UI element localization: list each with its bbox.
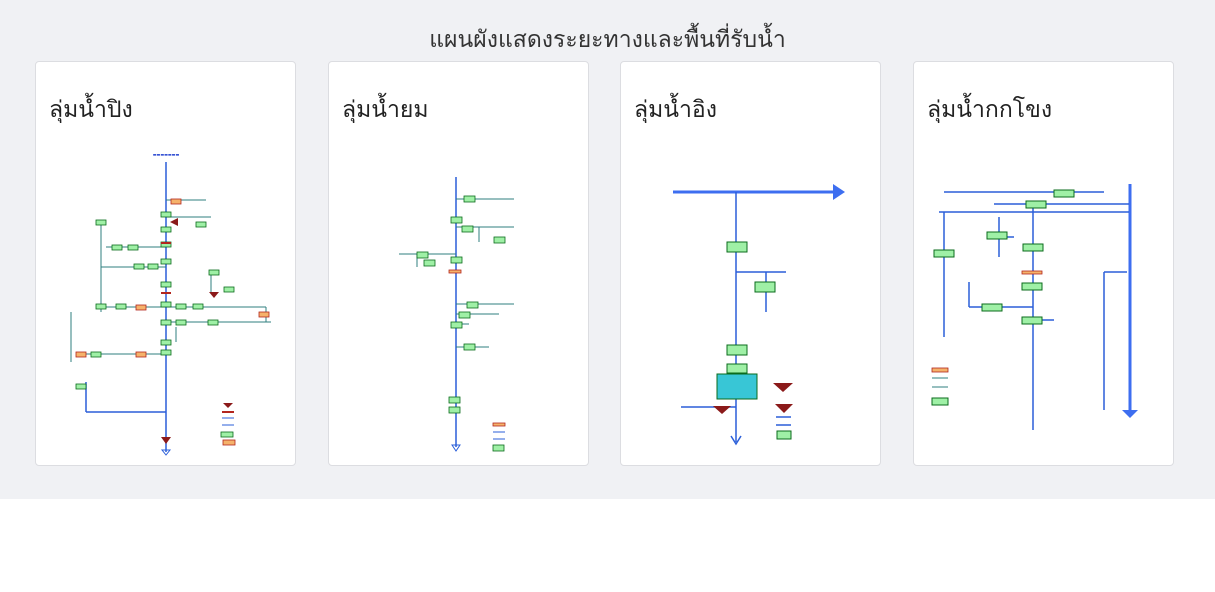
svg-text:▬▬▬▬▬▬▬: ▬▬▬▬▬▬▬: [153, 152, 180, 157]
basin-card-kok-mekong[interactable]: ลุ่มน้ำกกโขง: [913, 61, 1174, 466]
diagram-yom: [399, 177, 514, 452]
basin-card-ping[interactable]: ลุ่มน้ำปิง: [35, 61, 296, 466]
diagram-kok-mekong: [931, 184, 1138, 430]
basin-card-ing[interactable]: ลุ่มน้ำอิง: [620, 61, 881, 466]
diagram-ing: [673, 184, 845, 446]
card-title: ลุ่มน้ำกกโขง: [927, 97, 1053, 123]
diagram-ping: ▬▬▬▬▬▬▬: [70, 152, 271, 456]
card-title: ลุ่มน้ำปิง: [49, 97, 133, 123]
card-title: ลุ่มน้ำยม: [342, 97, 429, 123]
basin-card-yom[interactable]: ลุ่มน้ำยม: [328, 61, 589, 466]
page-title: แผนผังแสดงระยะทางและพื้นที่รับน้ำ: [429, 27, 786, 53]
card-title: ลุ่มน้ำอิง: [634, 97, 717, 123]
